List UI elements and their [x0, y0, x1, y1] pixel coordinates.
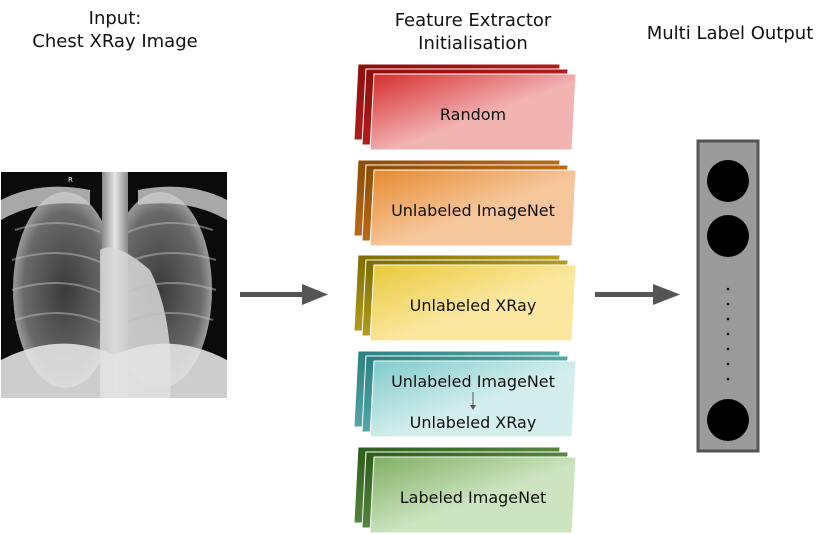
init-stack-random: Random	[353, 63, 577, 151]
output-ellipsis	[726, 287, 730, 381]
init-label-top: Unlabeled ImageNet	[391, 372, 555, 391]
init-label-labeled-imagenet: Labeled ImageNet	[400, 488, 546, 507]
init-stack-unlabeled-imagenet: Unlabeled ImageNet	[353, 159, 577, 247]
init-card-front	[369, 169, 577, 247]
init-stack-unlabeled-xray: Unlabeled XRay	[353, 254, 577, 342]
extractor-heading: Feature Extractor Initialisation	[358, 9, 588, 55]
input-heading-line1: Input:	[88, 8, 142, 29]
output-arrow	[595, 284, 680, 305]
extractor-heading-line1: Feature Extractor	[394, 10, 552, 31]
chest-xray-image: R	[1, 172, 227, 398]
init-card-front	[369, 456, 577, 534]
output-neuron	[707, 215, 749, 257]
output-layer	[696, 139, 760, 453]
output-neuron	[707, 160, 749, 202]
output-heading: Multi Label Output	[646, 23, 814, 44]
input-heading: Input: Chest XRay Image	[0, 7, 230, 53]
input-arrow	[240, 284, 328, 305]
init-label-unlabeled-xray: Unlabeled XRay	[410, 296, 537, 315]
init-label-unlabeled-imagenet: Unlabeled ImageNet	[391, 201, 555, 220]
init-label-bottom: Unlabeled XRay	[410, 413, 537, 432]
init-stack-labeled-imagenet: Labeled ImageNet	[353, 446, 577, 534]
transfer-arrow	[470, 392, 476, 410]
output-neuron	[707, 399, 749, 441]
input-heading-line2: Chest XRay Image	[32, 31, 198, 52]
extractor-heading-line2: Initialisation	[418, 33, 528, 54]
xray-marker: R	[68, 176, 73, 184]
init-label-random: Random	[440, 105, 506, 124]
init-card-front	[369, 73, 577, 151]
init-card-front	[369, 264, 577, 342]
